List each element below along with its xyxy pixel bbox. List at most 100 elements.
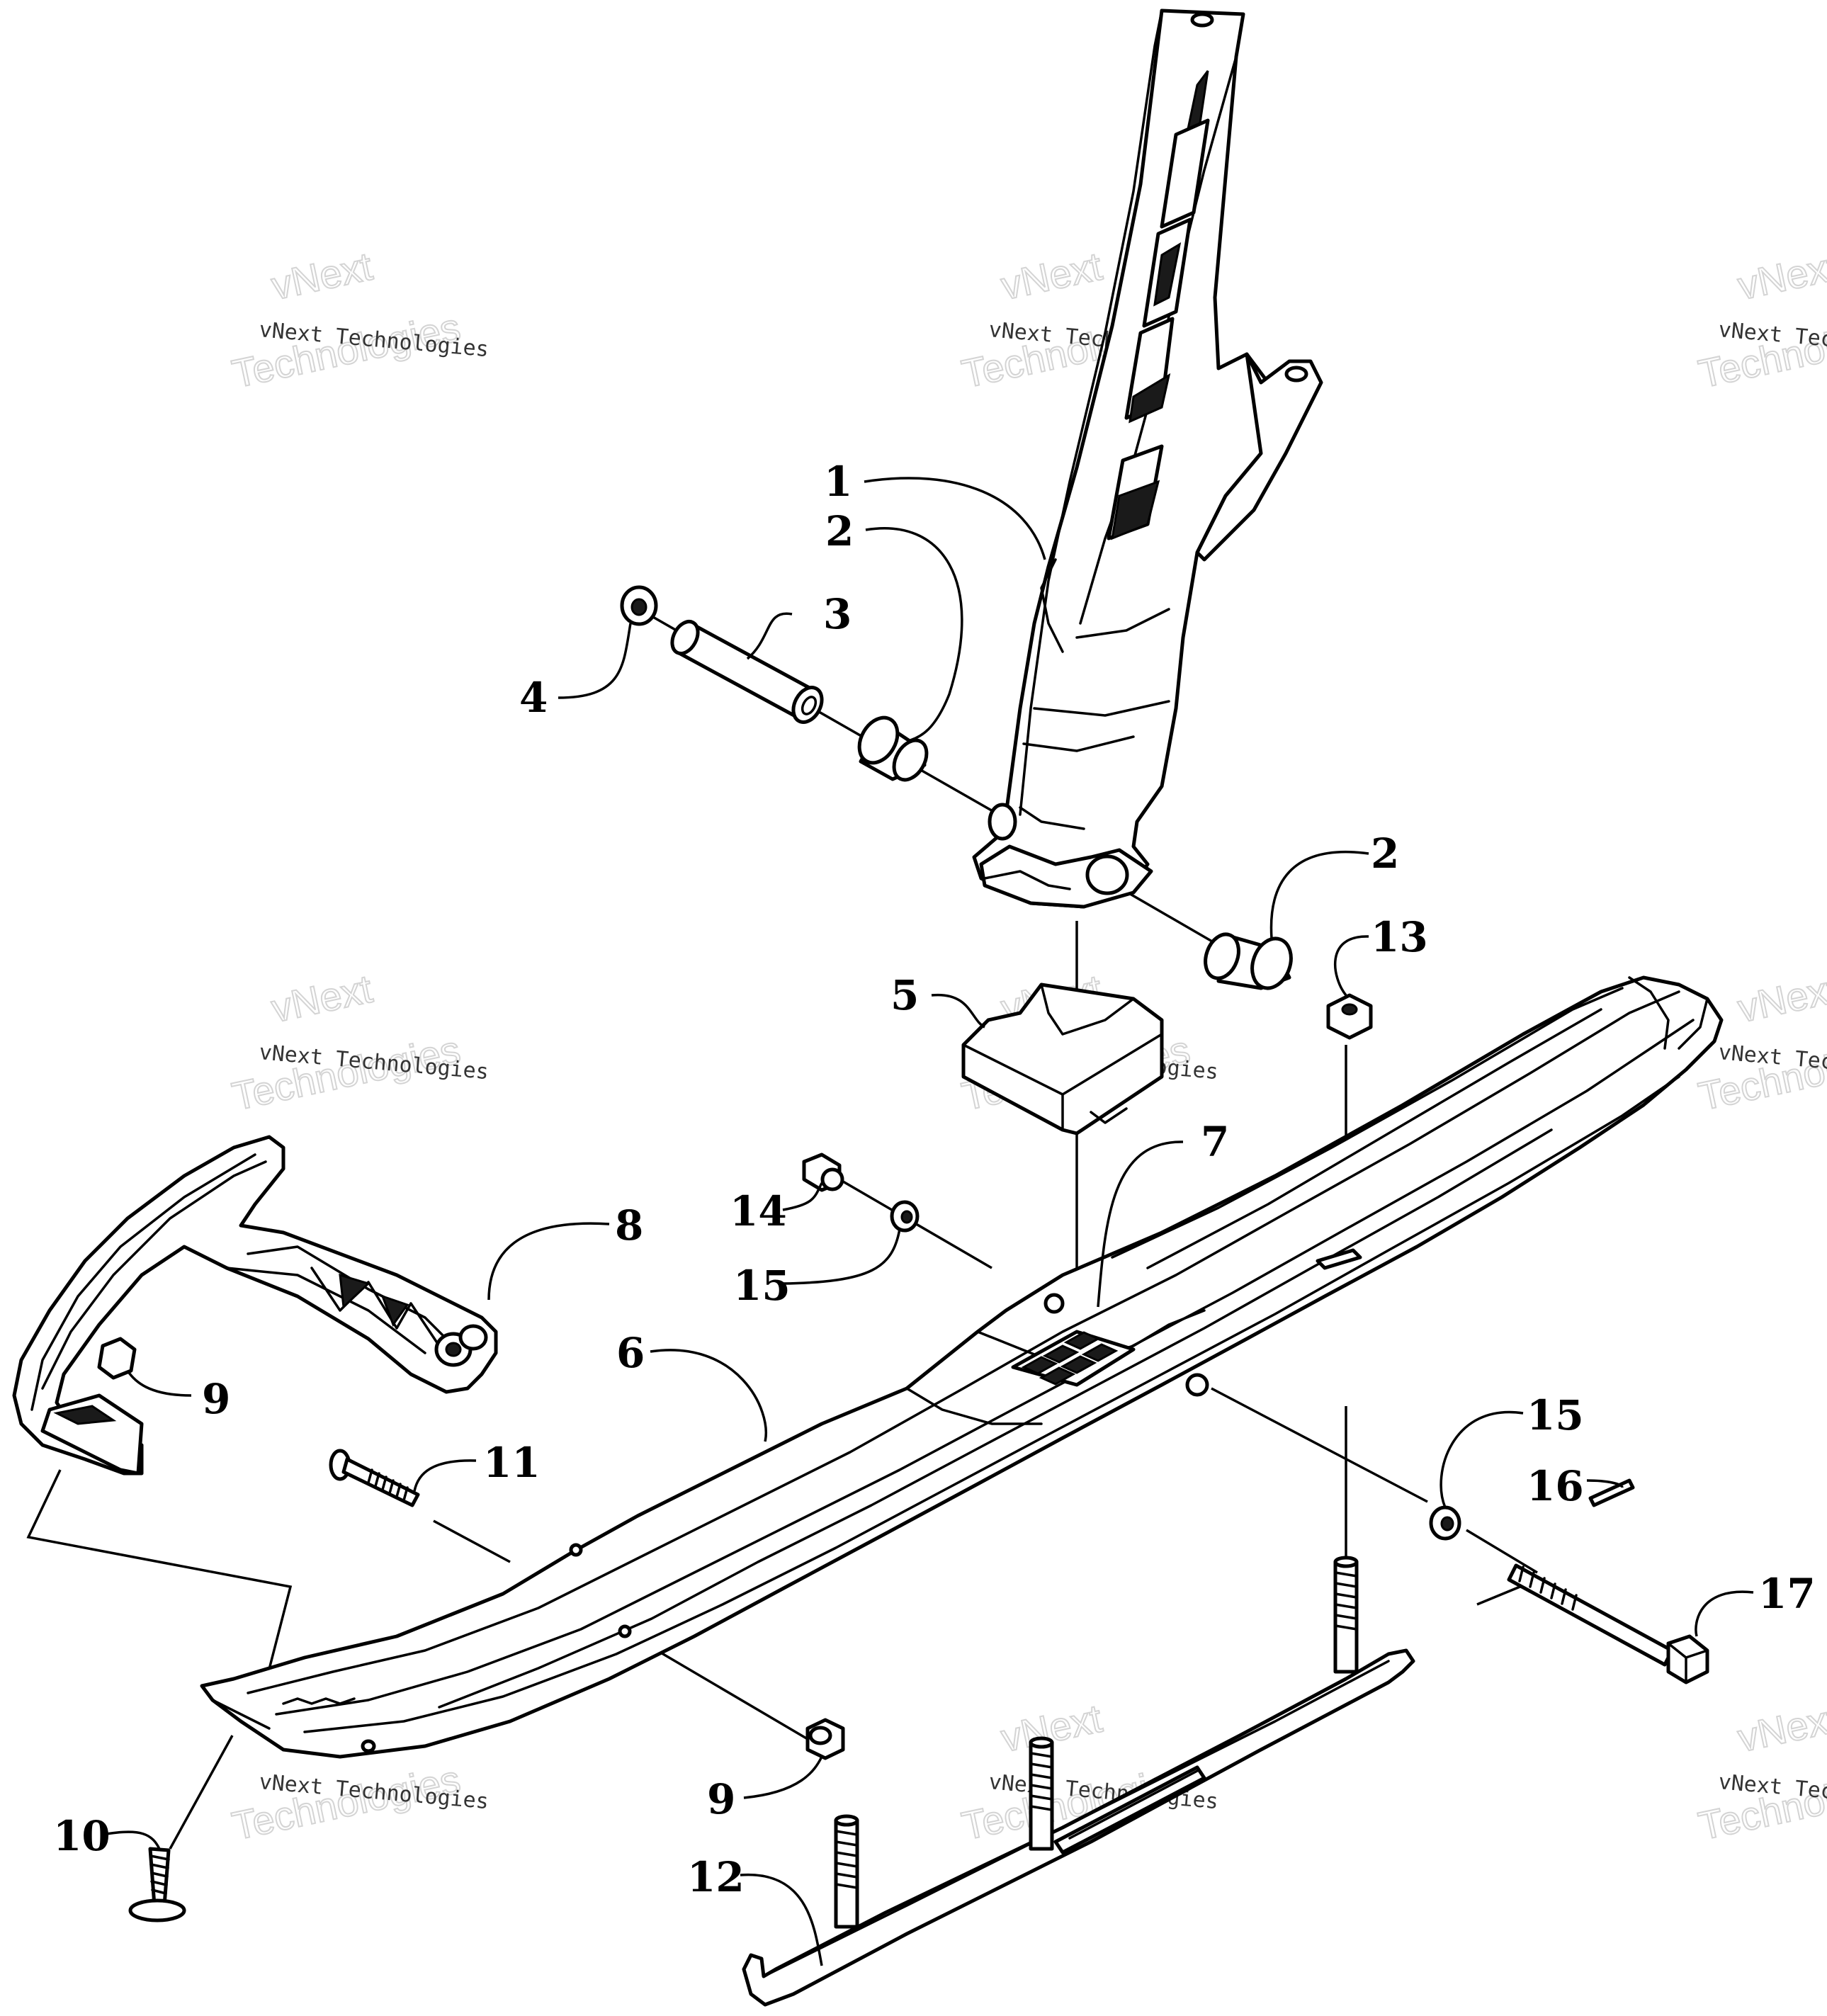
callout-11: 11 [483, 1439, 541, 1487]
bushing-lower [1204, 932, 1293, 990]
bushing-end [1250, 936, 1293, 990]
bushing-end [857, 715, 900, 765]
callout-10: 10 [53, 1812, 111, 1860]
callout-14: 14 [730, 1187, 787, 1235]
spacer-hole [630, 598, 647, 616]
leader-8 [487, 1222, 610, 1301]
callout-16: 16 [1527, 1462, 1584, 1510]
leader-6 [650, 1349, 767, 1442]
ski-loop-lattice [310, 1267, 441, 1347]
leader-17 [1695, 1590, 1754, 1637]
ski-rib [303, 1075, 1680, 1733]
watermark-big-line1: vNext [268, 966, 377, 1031]
callout-12: 12 [687, 1853, 745, 1901]
cotter-pin-body [1588, 1478, 1635, 1507]
ski [200, 975, 1724, 1759]
callout-8: 8 [615, 1201, 643, 1250]
nut-13 [1326, 993, 1373, 1040]
leader-13 [1334, 935, 1369, 997]
leader-2-lower [1269, 851, 1369, 939]
ski-loop-foot-slot [53, 1405, 117, 1425]
saddle-saddle [1040, 983, 1135, 1036]
ski-tail-edge [200, 1684, 271, 1730]
washer-hole [1440, 1516, 1454, 1531]
ski-hole [569, 1543, 583, 1557]
ski-loop-pocket [339, 1273, 371, 1310]
leader-15-lower [1439, 1410, 1524, 1508]
ski-loop [12, 1135, 498, 1476]
nut-body [1326, 993, 1373, 1040]
callout-1: 1 [824, 458, 852, 506]
ski-rib-upper [1111, 987, 1624, 1259]
spindle-arm [1195, 352, 1323, 562]
stud-thread [1334, 1571, 1358, 1631]
spacer [620, 585, 658, 626]
bolt-thread [367, 1468, 409, 1502]
leader-9-lower [743, 1756, 823, 1799]
nut-9-upper [97, 1337, 137, 1380]
callout-2-upper: 2 [825, 507, 854, 555]
bushing-end-far [892, 738, 929, 782]
wear-bar-stud [1333, 1556, 1359, 1674]
spindle-edge [1019, 9, 1163, 816]
ski-body [200, 975, 1724, 1759]
ski-saddle-area [905, 1387, 1043, 1425]
watermark: vNext Technologies [227, 243, 465, 397]
wear-bar [742, 1556, 1415, 2007]
bolt-thread [1518, 1565, 1578, 1611]
bolt-shank [1507, 1563, 1674, 1667]
nut-flange [808, 1726, 832, 1745]
spindle-window [1111, 480, 1160, 540]
ski-stud-seat [1316, 1248, 1362, 1270]
nut-9-lower [805, 1718, 845, 1760]
washer-15-upper [890, 1200, 920, 1233]
bolt-head [1666, 1634, 1709, 1684]
saddle-notch [1090, 1107, 1128, 1124]
ski-loop-pocket [380, 1294, 409, 1327]
watermark: vNext Technologies [227, 965, 465, 1120]
sleeve-bore [801, 696, 818, 715]
screw-head [128, 1898, 186, 1922]
wear-bar-edge [762, 1660, 1390, 1978]
callout-17: 17 [1758, 1570, 1816, 1618]
nut-14 [802, 1153, 844, 1192]
bolt-17 [1507, 1563, 1709, 1684]
stud-top [834, 1814, 859, 1827]
callout-15-upper: 15 [733, 1262, 791, 1310]
screw-10 [128, 1847, 186, 1922]
stud-thread [835, 1830, 859, 1889]
spindle-base-edge [983, 870, 1071, 890]
grid-cell [1060, 1355, 1097, 1374]
carbide-insert [1053, 1765, 1206, 1854]
callout-2-lower: 2 [1371, 829, 1399, 878]
grid-cell [1063, 1331, 1101, 1350]
leader-2-upper [865, 527, 963, 742]
carbide-insert-line [1068, 1769, 1199, 1840]
saddle-body [961, 982, 1164, 1136]
axis-washer-bolt [1466, 1529, 1538, 1574]
axis-loop-bolt [433, 1519, 511, 1563]
spindle-pivot-left [988, 803, 1017, 841]
stud-top [1333, 1556, 1359, 1568]
callout-labels: 1 2 3 4 2 13 5 7 14 8 15 6 9 11 15 16 17… [53, 458, 1816, 1901]
leader-1 [864, 477, 1046, 560]
leader-16 [1586, 1479, 1624, 1488]
ski-tip-curl [1678, 997, 1709, 1050]
callout-13: 13 [1371, 913, 1428, 961]
leader-12 [740, 1873, 823, 1966]
callout-leaders [102, 477, 1754, 1966]
axis-ski-bolt [1211, 1387, 1428, 1503]
leader-14 [782, 1182, 823, 1211]
spindle-contour [1075, 608, 1170, 639]
leader-5 [931, 993, 985, 1029]
spindle-top-hole [1190, 12, 1214, 28]
wear-bar-stud [1029, 1736, 1054, 1851]
spindle [972, 9, 1323, 909]
callout-9-upper: 9 [202, 1375, 230, 1423]
nut-hole [1341, 1003, 1358, 1016]
washer-15-lower [1429, 1505, 1461, 1541]
leader-9-upper [126, 1370, 192, 1397]
ski-loop-mount-cap [458, 1324, 488, 1351]
bolt-head-edge [1667, 1642, 1709, 1684]
